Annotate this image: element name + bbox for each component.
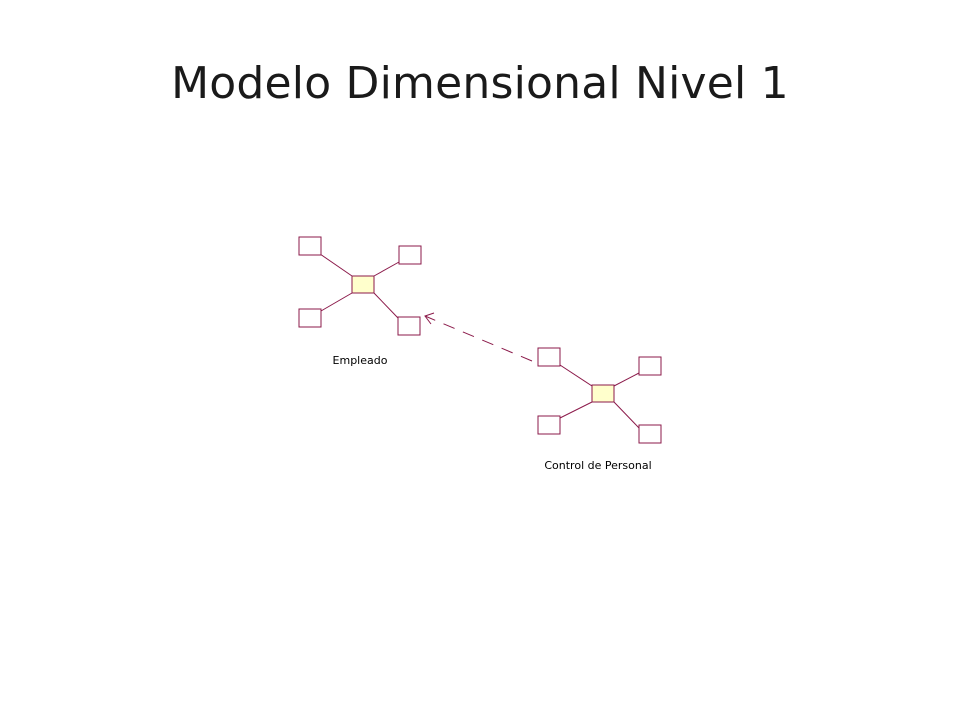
empleado-dimension-top-left[interactable] — [298, 236, 322, 256]
control-dimension-top-right[interactable] — [638, 356, 662, 376]
control-dimension-bottom-left[interactable] — [537, 415, 561, 435]
control-dimension-top-left[interactable] — [537, 347, 561, 367]
empleado-dimension-top-right[interactable] — [398, 245, 422, 265]
control-de-personal-label: Control de Personal — [544, 459, 651, 472]
star-empleado[interactable]: Empleado — [298, 236, 422, 367]
empleado-dimension-bottom-right[interactable] — [397, 316, 421, 336]
control-connector-bottom-left — [559, 401, 593, 419]
control-connector-top-right — [613, 372, 640, 387]
empleado-connector-bottom-right — [373, 292, 399, 319]
dependency-line — [424, 315, 533, 362]
dependency-arrow[interactable] — [424, 312, 533, 362]
empleado-label: Empleado — [333, 354, 388, 367]
control-connector-bottom-right — [613, 401, 640, 429]
arrowhead-icon — [424, 312, 435, 325]
slide-title: Modelo Dimensional Nivel 1 — [171, 58, 789, 109]
empleado-connector-top-right — [373, 261, 400, 277]
empleado-fact-table[interactable] — [351, 275, 375, 294]
star-control-de-personal[interactable]: Control de Personal — [537, 347, 662, 472]
control-connector-top-left — [559, 364, 593, 387]
empleado-connector-bottom-left — [320, 292, 353, 312]
control-dimension-bottom-right[interactable] — [638, 424, 662, 444]
control-fact-table[interactable] — [591, 384, 615, 403]
empleado-dimension-bottom-left[interactable] — [298, 308, 322, 328]
empleado-connector-top-left — [319, 253, 353, 277]
